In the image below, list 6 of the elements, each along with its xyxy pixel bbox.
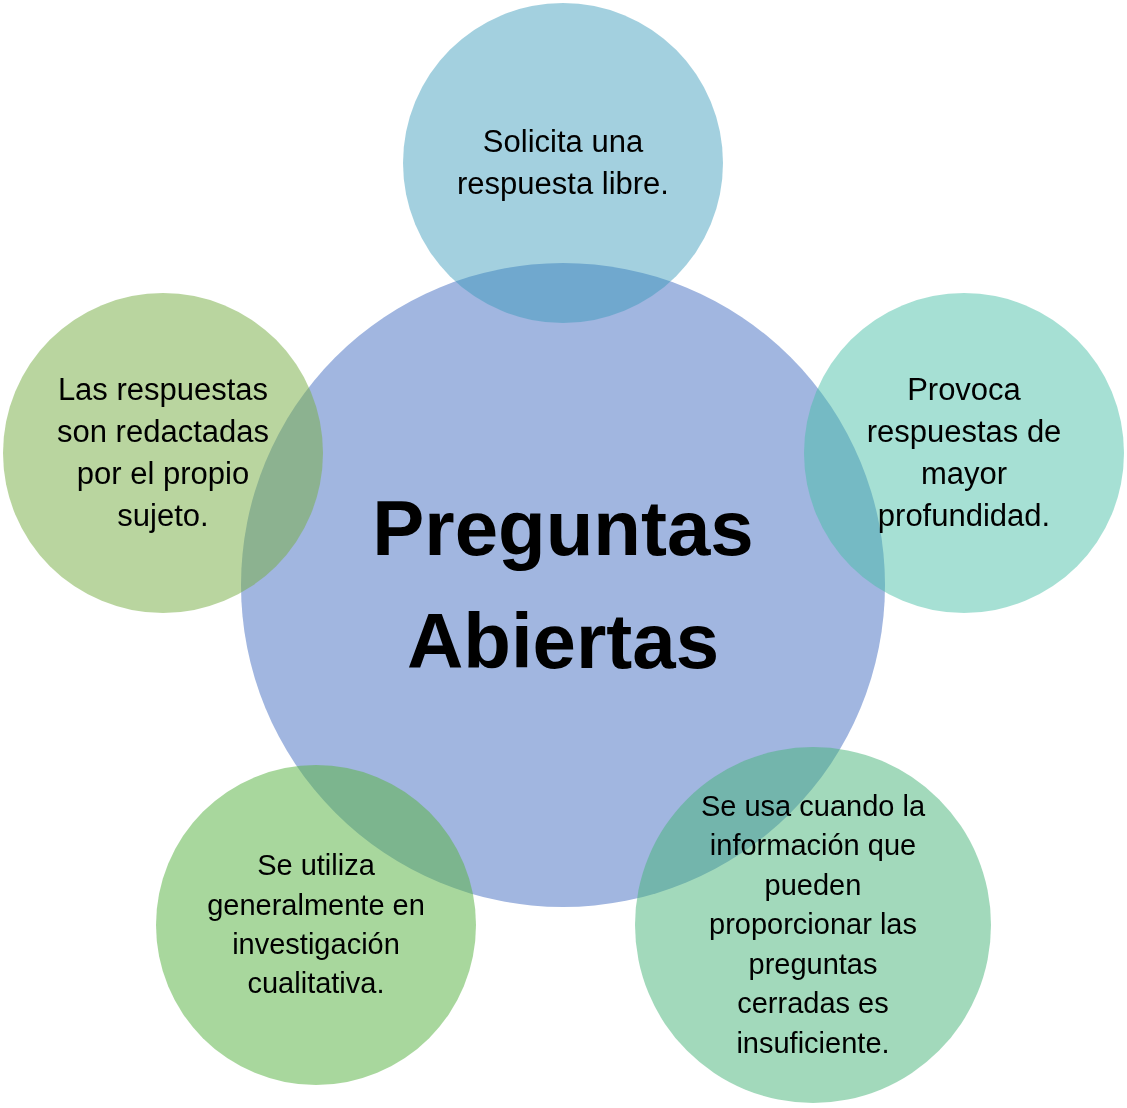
circle-text: Solicita una respuesta libre. [456, 122, 670, 203]
circle-text: Se usa cuando la información que pueden proporcionar las preguntas cerradas es insuficiente. [699, 788, 927, 1061]
main-title: Preguntas Abiertas [371, 482, 755, 687]
circle-text: Provoca respuestas de mayor profundidad. [865, 370, 1063, 536]
circle-text: Se utiliza generalmente en investigación cualitativa. [206, 848, 426, 1002]
circle-text: Las respuestas son redactadas por el propio sujeto. [56, 370, 270, 536]
